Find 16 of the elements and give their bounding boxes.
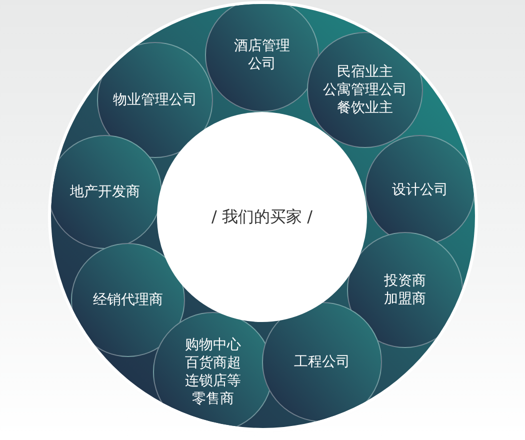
- category-label: 投资商: [384, 272, 426, 290]
- category-label: 连锁店等: [185, 372, 241, 390]
- category-label: 酒店管理公司: [233, 36, 291, 74]
- category-label: 地产开发商: [70, 182, 140, 202]
- category-label: 民宿业主: [337, 62, 393, 81]
- category-label: 设计公司: [392, 180, 448, 200]
- category-label: 经销代理商: [93, 290, 163, 310]
- category-label: 百货商超: [185, 354, 241, 372]
- center-title: / 我们的买家 /: [212, 206, 312, 228]
- category-label: 公寓管理公司: [323, 80, 407, 100]
- category-label: 物业管理公司: [113, 90, 197, 110]
- category-label: 加盟商: [384, 290, 426, 308]
- category-label: 购物中心: [185, 336, 241, 354]
- category-label: 零售商: [192, 390, 234, 408]
- category-label: 工程公司: [294, 352, 350, 372]
- category-label: 餐饮业主: [337, 99, 393, 118]
